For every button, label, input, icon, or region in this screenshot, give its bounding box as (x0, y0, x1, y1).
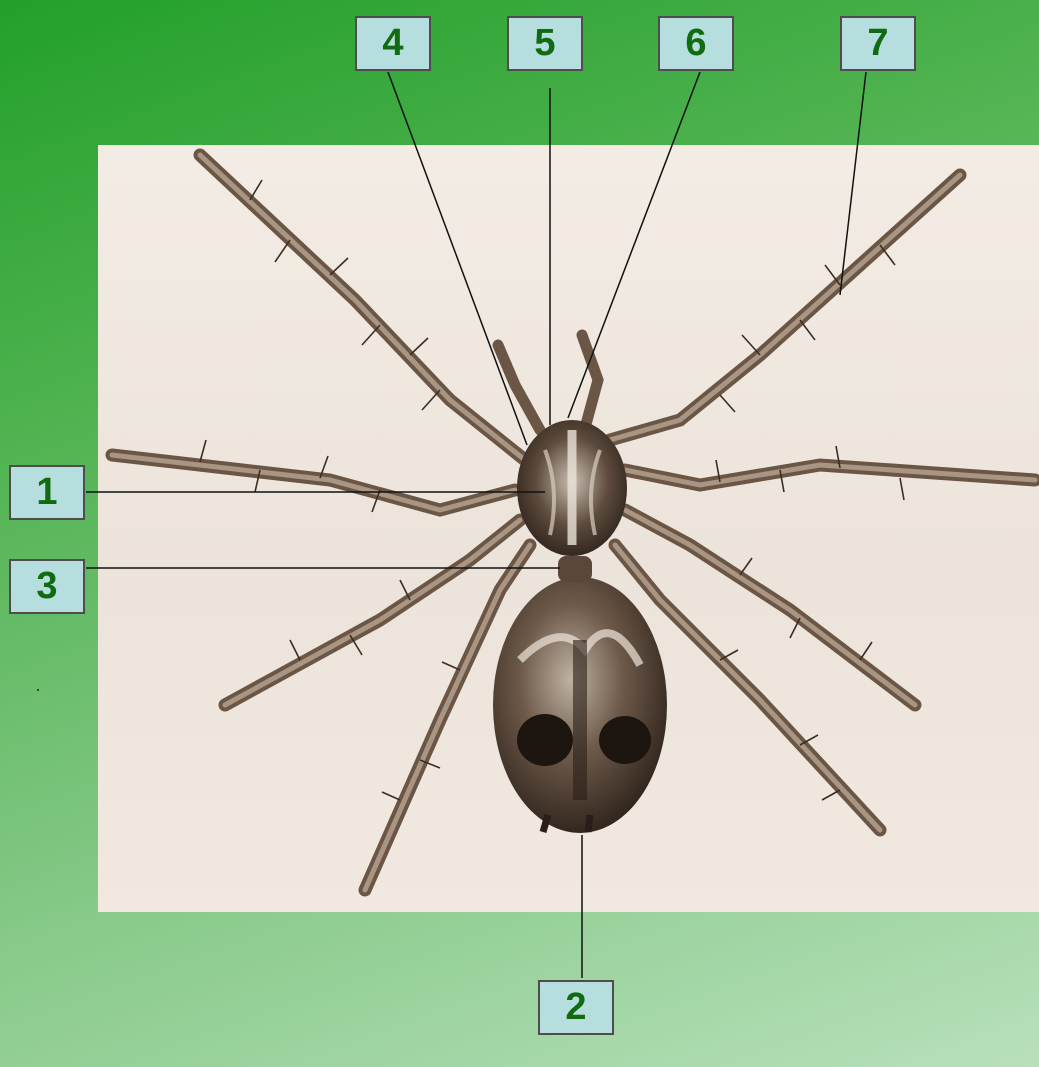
label-box-3: 3 (9, 559, 85, 614)
label-box-4: 4 (355, 16, 431, 71)
label-text-1: 1 (36, 471, 57, 514)
label-box-1: 1 (9, 465, 85, 520)
label-text-3: 3 (36, 565, 57, 608)
label-box-7: 7 (840, 16, 916, 71)
label-text-2: 2 (565, 986, 586, 1029)
label-box-2: 2 (538, 980, 614, 1035)
label-text-6: 6 (685, 22, 706, 65)
label-text-4: 4 (382, 22, 403, 65)
label-text-5: 5 (534, 22, 555, 65)
label-text-7: 7 (867, 22, 888, 65)
label-box-6: 6 (658, 16, 734, 71)
pedicel (558, 556, 592, 582)
label-box-5: 5 (507, 16, 583, 71)
